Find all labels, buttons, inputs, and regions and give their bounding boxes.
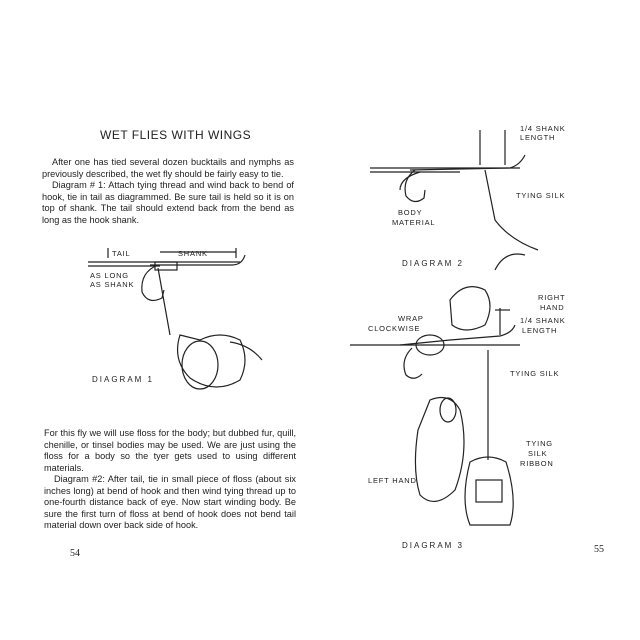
right-page: 1/4 SHANK LENGTH TYING SILK BODY MATERIA… xyxy=(320,0,640,640)
label-tail: TAIL xyxy=(112,249,131,258)
d3-label-silk: SILK xyxy=(528,449,548,458)
page-number-left: 54 xyxy=(70,548,80,559)
label-as-shank: AS SHANK xyxy=(90,280,135,289)
d3-label-hand: HAND xyxy=(540,303,565,312)
d2-label-quarter-shank: 1/4 SHANK xyxy=(520,124,566,133)
d3-label-quarter-shank: 1/4 SHANK xyxy=(520,316,566,325)
diagram-3-caption: DIAGRAM 3 xyxy=(402,541,465,550)
d3-label-tying: TYING xyxy=(526,439,553,448)
label-shank: SHANK xyxy=(178,249,208,258)
diagram-2-3-illustration xyxy=(350,130,539,526)
intro-paragraphs: After one has tied several dozen bucktai… xyxy=(42,157,294,226)
intro-text: After one has tied several dozen bucktai… xyxy=(42,157,294,179)
d3-label-tying-silk: TYING SILK xyxy=(510,369,560,378)
body-paragraphs: For this fly we will use floss for the b… xyxy=(44,428,296,532)
d2-label-length: LENGTH xyxy=(520,133,556,142)
diagram-1-caption: DIAGRAM 1 xyxy=(92,375,155,384)
diagram2-instructions: Diagram #2: After tail, tie in small pie… xyxy=(44,474,296,530)
chapter-title: WET FLIES WITH WINGS xyxy=(100,128,252,142)
d3-label-clockwise: CLOCKWISE xyxy=(368,324,421,333)
d3-label-length: LENGTH xyxy=(522,326,558,335)
label-as-long: AS LONG xyxy=(90,271,129,280)
left-page: WET FLIES WITH WINGS After one has tied … xyxy=(42,128,296,559)
d3-label-left-hand: LEFT HAND xyxy=(368,476,417,485)
d2-label-tying-silk: TYING SILK xyxy=(516,191,566,200)
d2-label-material: MATERIAL xyxy=(392,218,436,227)
d2-label-body: BODY xyxy=(398,208,423,217)
body-text: For this fly we will use floss for the b… xyxy=(44,428,296,473)
d3-label-ribbon: RIBBON xyxy=(520,459,554,468)
diagram-2-caption: DIAGRAM 2 xyxy=(402,259,465,268)
diagram1-instructions: Diagram # 1: Attach tying thread and win… xyxy=(42,180,294,225)
d3-label-right: RIGHT xyxy=(538,293,566,302)
diagram-1-illustration xyxy=(88,248,263,390)
page-number-right: 55 xyxy=(594,544,604,555)
d3-label-wrap: WRAP xyxy=(398,314,424,323)
